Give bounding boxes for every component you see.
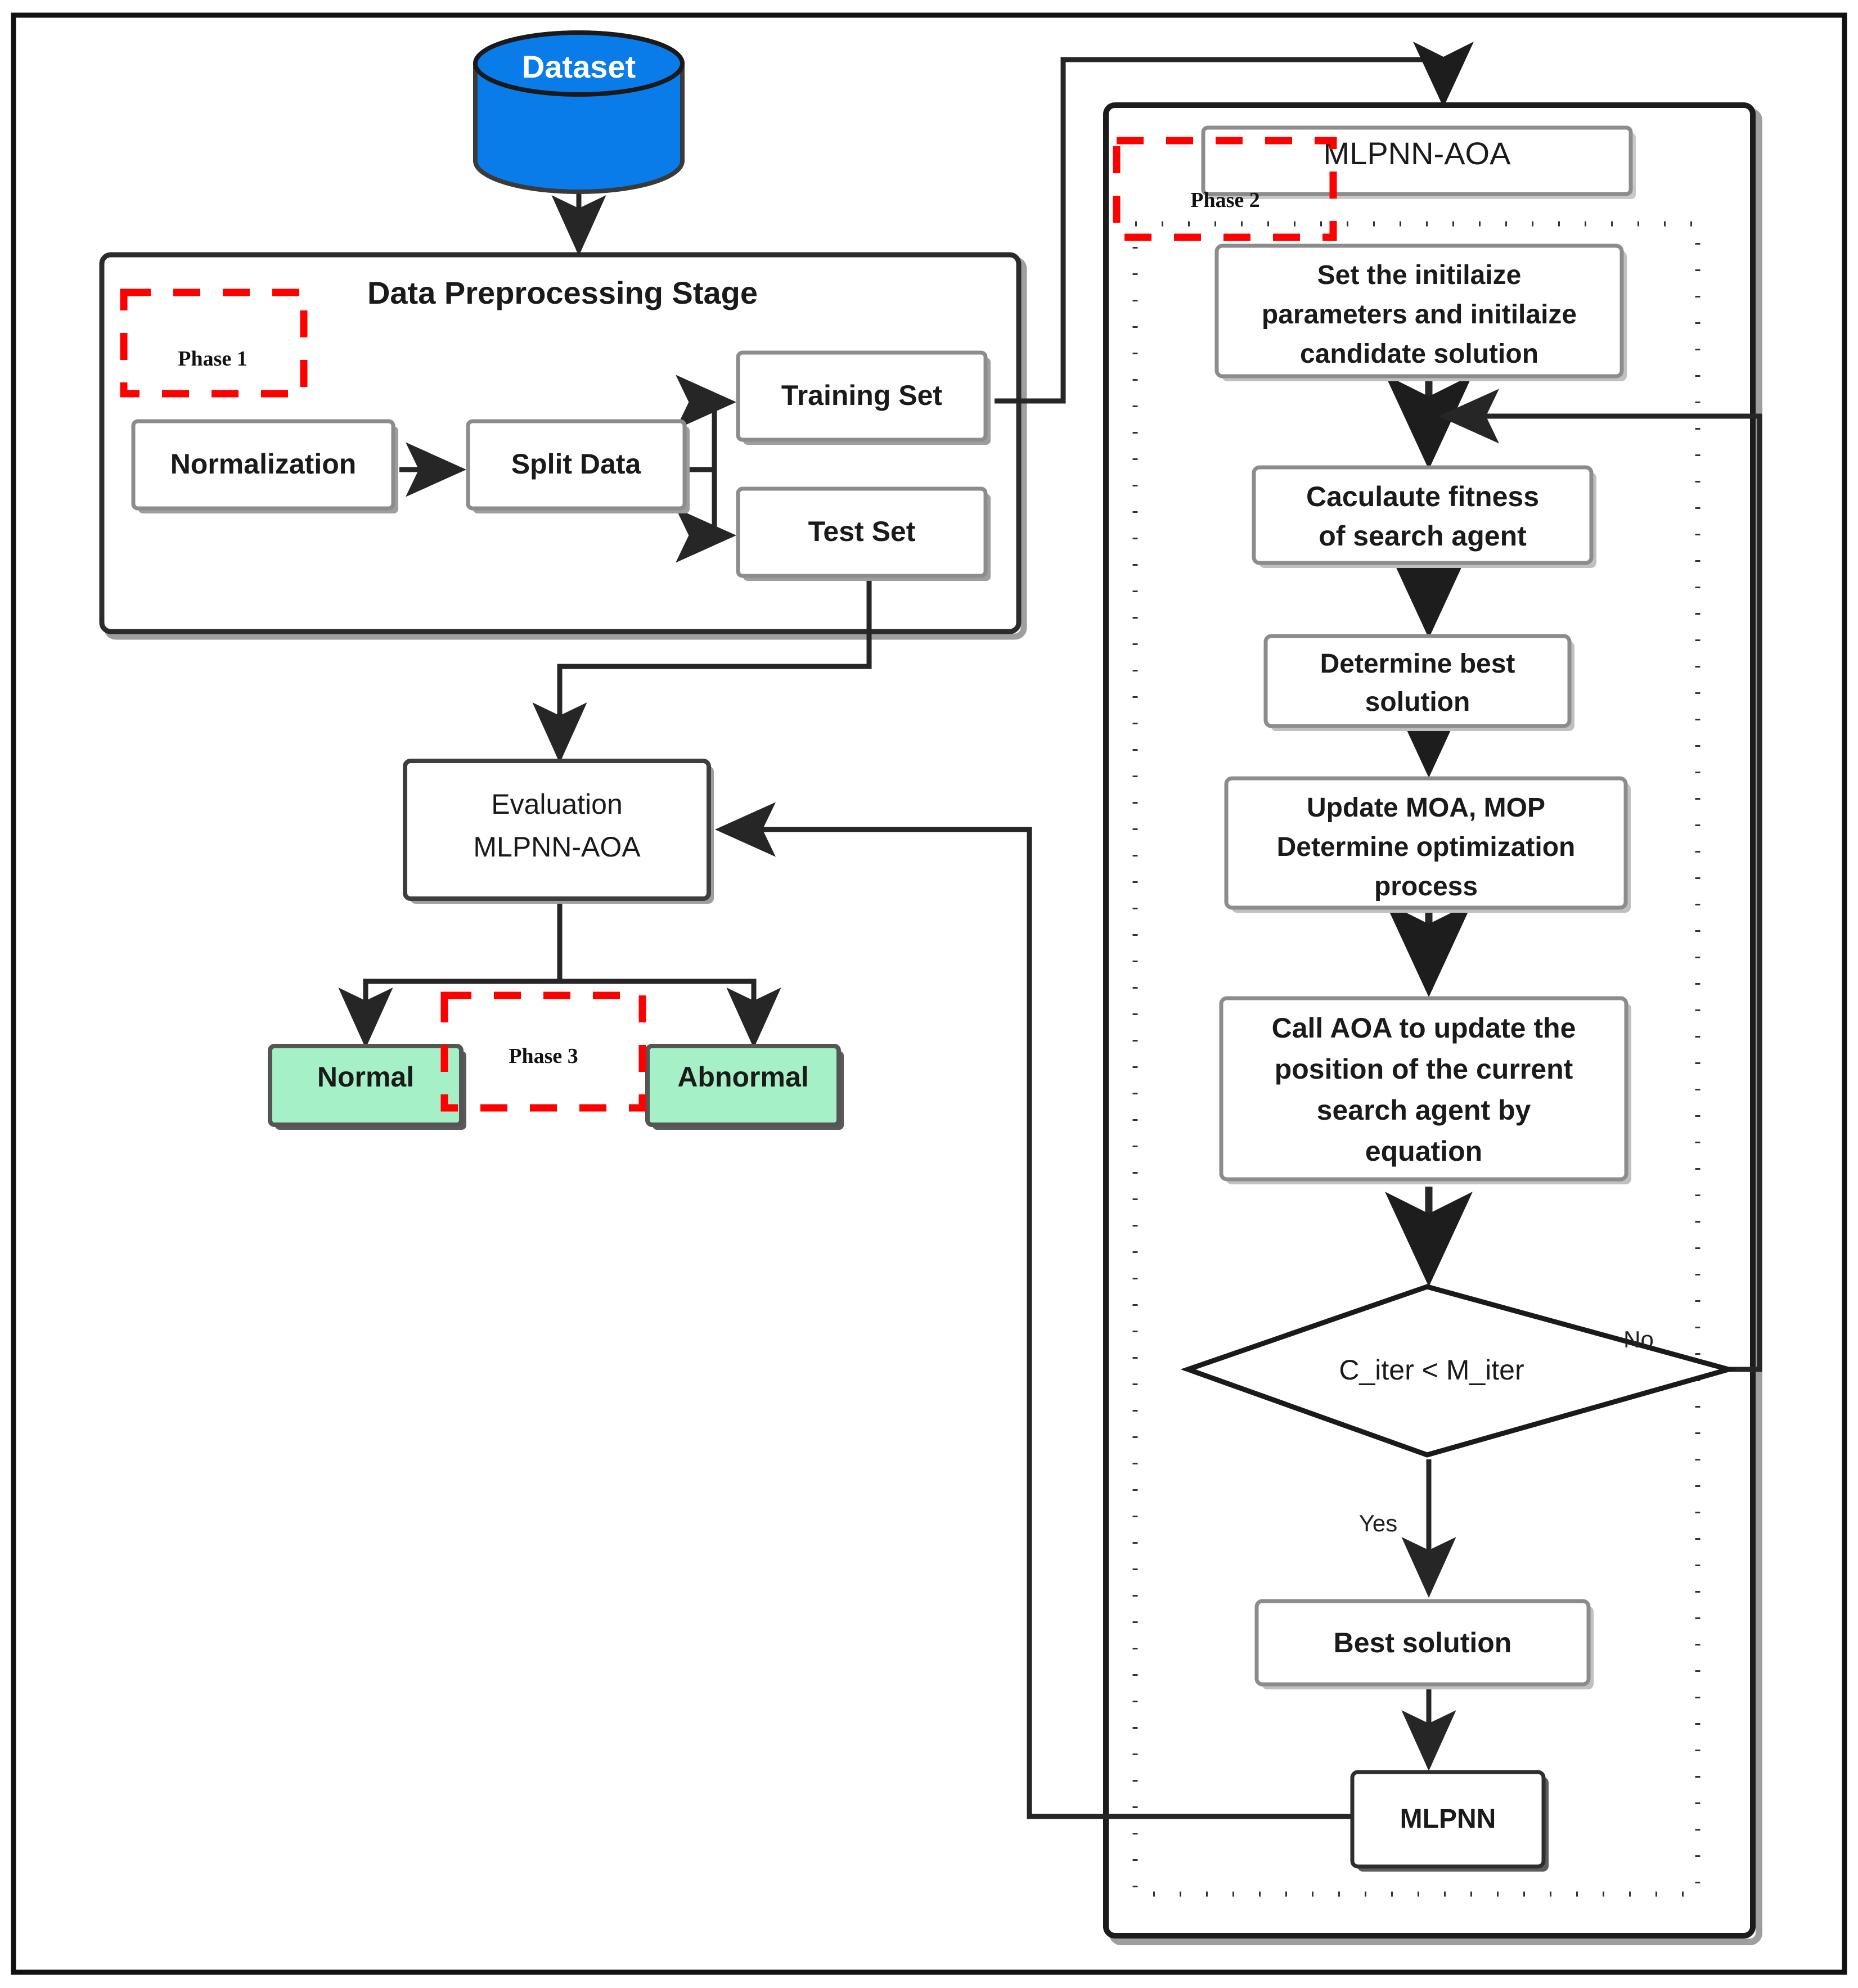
phase-2-label: Phase 2 [1190,188,1260,212]
abnormal-label: Abnormal [677,1061,808,1093]
phase-2-marker: Phase 2 [1113,137,1337,241]
edge-split-to-test [676,467,736,563]
step-init-line2: parameters and initilaize [1262,300,1577,330]
node-step-call-aoa: Call AOA to update the position of the c… [1219,996,1631,1184]
step-callaoa-line2: position of the current [1275,1053,1573,1085]
best-solution-label: Best solution [1334,1627,1512,1658]
evaluation-line2: MLPNN-AOA [473,831,641,863]
test-set-label: Test Set [808,516,916,547]
step-callaoa-line3: search agent by [1317,1094,1531,1126]
step-fitness-line2: of search agent [1319,520,1527,552]
decision-label: C_iter < M_iter [1339,1354,1524,1386]
node-training-set: Training Set [736,350,991,445]
edge-evaluation-to-abnormal [560,979,781,1048]
mlpnn-label: MLPNN [1400,1804,1496,1834]
dataset-node: Dataset [473,30,685,194]
decision-no-label: No [1623,1326,1654,1353]
normal-label: Normal [317,1061,414,1093]
edge-evaluation-to-normal [338,979,560,1048]
phase-1-label: Phase 1 [178,347,248,371]
edge-training-to-optimizer [995,42,1474,404]
node-optimizer-header: MLPNN-AOA [1201,125,1636,199]
node-step-fitness: Caculaute fitness of search agent [1252,465,1596,568]
figure-border [11,12,1847,1975]
node-test-set: Test Set [736,486,991,581]
training-set-label: Training Set [781,380,943,411]
step-update-line3: process [1374,872,1478,901]
step-update-line1: Update MOA, MOP [1307,793,1545,823]
edge-test-to-evaluation [532,578,872,763]
step-best-line2: solution [1365,687,1470,717]
dataset-label: Dataset [522,49,636,84]
node-step-update: Update MOA, MOP Determine optimization p… [1224,776,1631,913]
decision-yes-label: Yes [1359,1510,1398,1536]
node-normal: Normal [268,1044,466,1130]
split-data-label: Split Data [511,448,642,480]
normalization-label: Normalization [170,448,357,480]
step-best-line1: Determine best [1320,649,1515,679]
node-abnormal: Abnormal [645,1044,844,1130]
step-init-line3: candidate solution [1300,339,1538,369]
node-mlpnn: MLPNN [1350,1770,1549,1872]
phase-1-marker: Phase 1 [120,288,308,398]
stage-title: Data Preprocessing Stage [367,275,758,310]
step-update-line2: Determine optimization [1277,832,1576,862]
evaluation-line1: Evaluation [491,788,623,820]
node-step-best: Determine best solution [1263,634,1574,731]
node-best-solution: Best solution [1254,1599,1594,1689]
optimizer-header-label: MLPNN-AOA [1324,136,1511,171]
edge-decision-no-loop [1438,389,1762,1372]
edge-mlpnn-to-evaluation [715,802,1353,1819]
node-split-data: Split Data [466,419,690,513]
step-callaoa-line4: equation [1365,1135,1482,1167]
step-init-line1: Set the initilaize [1317,260,1522,290]
node-evaluation: Evaluation MLPNN-AOA [403,759,714,904]
phase-3-label: Phase 3 [509,1044,578,1068]
node-decision-iter: C_iter < M_iter [1180,1284,1738,1458]
node-step-init: Set the initilaize parameters and initil… [1214,244,1627,381]
phase-3-marker: Phase 3 [440,991,646,1112]
step-callaoa-line1: Call AOA to update the [1272,1012,1576,1044]
node-normalization: Normalization [131,419,398,513]
step-fitness-line1: Caculaute fitness [1306,481,1539,512]
